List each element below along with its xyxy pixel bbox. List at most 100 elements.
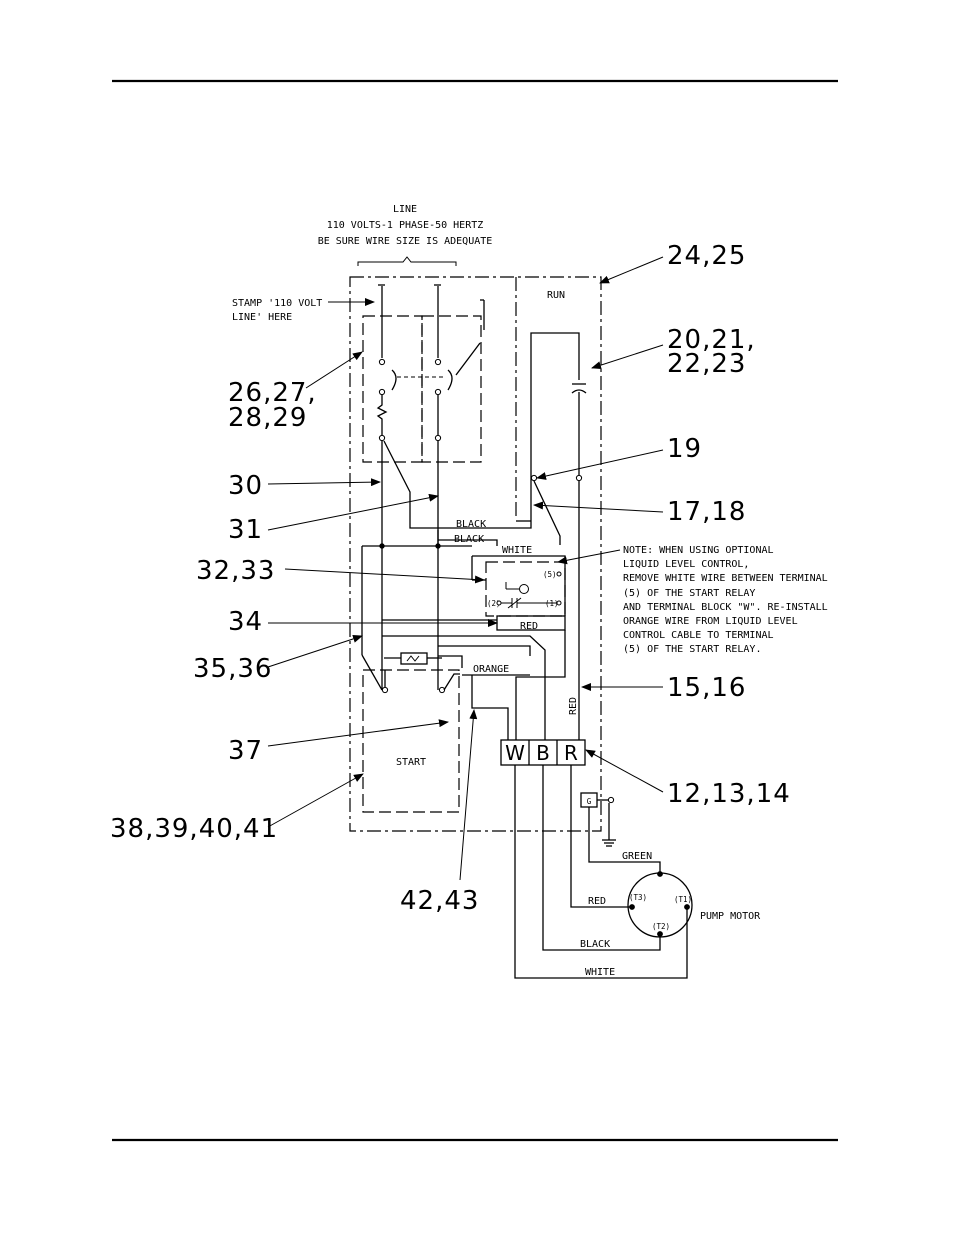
callout-42-43: 42,43	[400, 886, 479, 916]
note-line: (5) OF THE START RELAY	[623, 588, 755, 599]
switch-arc	[391, 369, 397, 391]
note-line: CONTROL CABLE TO TERMINAL	[623, 630, 774, 641]
callout-31: 31	[228, 515, 263, 545]
line-label: LINE	[393, 204, 417, 215]
wire-crossover	[383, 440, 532, 529]
motor-t2-label: (T2)	[652, 922, 670, 931]
ground-label: G	[587, 797, 592, 806]
note-arrow	[557, 549, 621, 565]
green-wire	[588, 807, 661, 874]
black-label-1: BLACK	[456, 519, 486, 530]
callout-22-23: 22,23	[667, 349, 746, 379]
run-capacitor-frame	[530, 332, 580, 480]
callout-arrow	[599, 256, 664, 284]
start-capacitor	[400, 652, 428, 665]
callout-17-18: 17,18	[667, 497, 746, 527]
motor-t2	[657, 931, 663, 937]
callout-arrow	[585, 749, 664, 793]
start-contact	[381, 686, 389, 694]
relay-t2	[496, 600, 502, 606]
note-line: NOTE: WHEN USING OPTIONAL	[623, 545, 774, 556]
start-switch	[443, 673, 460, 691]
white-to-W	[515, 630, 566, 740]
wire-bus-lower-2	[438, 645, 531, 656]
callout-37: 37	[228, 736, 263, 766]
stamp-line-1: STAMP '110 VOLT	[232, 298, 322, 309]
black-wire-2	[438, 539, 498, 546]
wire-to-start	[361, 654, 383, 691]
start-label: START	[396, 757, 426, 768]
callout-30: 30	[228, 471, 263, 501]
callout-12-13-14: 12,13,14	[667, 779, 791, 809]
terminal-R: R	[564, 741, 578, 765]
wire-size-label: BE SURE WIRE SIZE IS ADEQUATE	[318, 236, 493, 247]
green-label: GREEN	[622, 851, 652, 862]
callout-arrow	[267, 719, 449, 747]
callout-34: 34	[228, 607, 263, 637]
callout-arrow	[305, 351, 363, 389]
relay-t1	[556, 600, 562, 606]
run-to-relay	[533, 480, 561, 545]
red-motor-wire	[570, 765, 632, 908]
white-relay-label: WHITE	[502, 545, 532, 556]
callout-19: 19	[667, 434, 702, 464]
callout-arrow	[536, 449, 664, 480]
terminal-B: B	[536, 741, 550, 765]
switch-contact	[434, 358, 442, 366]
supply-label: 110 VOLTS-1 PHASE-50 HERTZ	[327, 220, 484, 231]
note-line: LIQUID LEVEL CONTROL,	[623, 559, 749, 570]
switch-contact	[434, 388, 442, 396]
switch-arc	[447, 369, 453, 391]
relay-terminal-5: (5)	[543, 570, 557, 579]
liquid-level-note: NOTE: WHEN USING OPTIONAL LIQUID LEVEL C…	[623, 545, 828, 655]
overload-heater	[376, 395, 388, 435]
switch-contact	[378, 388, 386, 396]
white-motor-wire	[514, 765, 688, 979]
callout-20-21: 20,21,	[667, 325, 756, 355]
red-vertical-label: RED	[568, 697, 579, 715]
callout-24-25: 24,25	[667, 241, 746, 271]
callout-38-41: 38,39,40,41	[110, 814, 278, 844]
callout-arrow	[267, 773, 364, 828]
stamp-line-2: LINE' HERE	[232, 312, 292, 323]
motor-ground	[657, 871, 663, 877]
callout-35-36: 35,36	[193, 654, 272, 684]
orange-label: ORANGE	[473, 664, 509, 675]
relay-t5	[556, 571, 562, 577]
pump-motor-label: PUMP MOTOR	[700, 911, 761, 922]
callout-arrow	[267, 478, 381, 487]
relay-coil	[519, 584, 529, 594]
callout-arrow	[533, 501, 664, 513]
capacitor-curve	[571, 389, 587, 394]
note-line: ORANGE WIRE FROM LIQUID LEVEL	[623, 616, 798, 627]
motor-t3	[629, 904, 635, 910]
switch-linkage-arm	[455, 342, 481, 376]
switch-out	[434, 434, 442, 442]
callout-26-27: 26,27,	[228, 378, 317, 408]
capacitor-terminal	[575, 474, 583, 482]
terminal-19	[530, 474, 538, 482]
switch-out	[378, 434, 386, 442]
motor-t1-label: (T1)	[674, 895, 692, 904]
start-capacitor-symbol	[406, 655, 420, 662]
run-label: RUN	[547, 290, 565, 301]
terminal-W: W	[505, 741, 525, 765]
line-brace	[357, 256, 457, 266]
orange-wire	[471, 675, 509, 740]
wire-to-start-2	[438, 655, 463, 668]
motor-t1	[684, 904, 690, 910]
callout-arrow	[267, 493, 439, 531]
white-motor-label: WHITE	[585, 967, 615, 978]
callout-28-29: 28,29	[228, 403, 307, 433]
switch-frame-2	[421, 315, 482, 463]
relay-terminal-2: (2)	[487, 599, 501, 608]
note-line: (5) OF THE START RELAY.	[623, 644, 761, 655]
callout-arrow	[591, 344, 664, 370]
ground-screw	[607, 796, 615, 804]
note-line: REMOVE WHITE WIRE BETWEEN TERMINAL	[623, 573, 828, 584]
switch-contact	[378, 358, 386, 366]
black-label-2: BLACK	[454, 534, 484, 545]
callout-arrow	[284, 568, 485, 584]
motor-t3-label: (T3)	[629, 893, 647, 902]
